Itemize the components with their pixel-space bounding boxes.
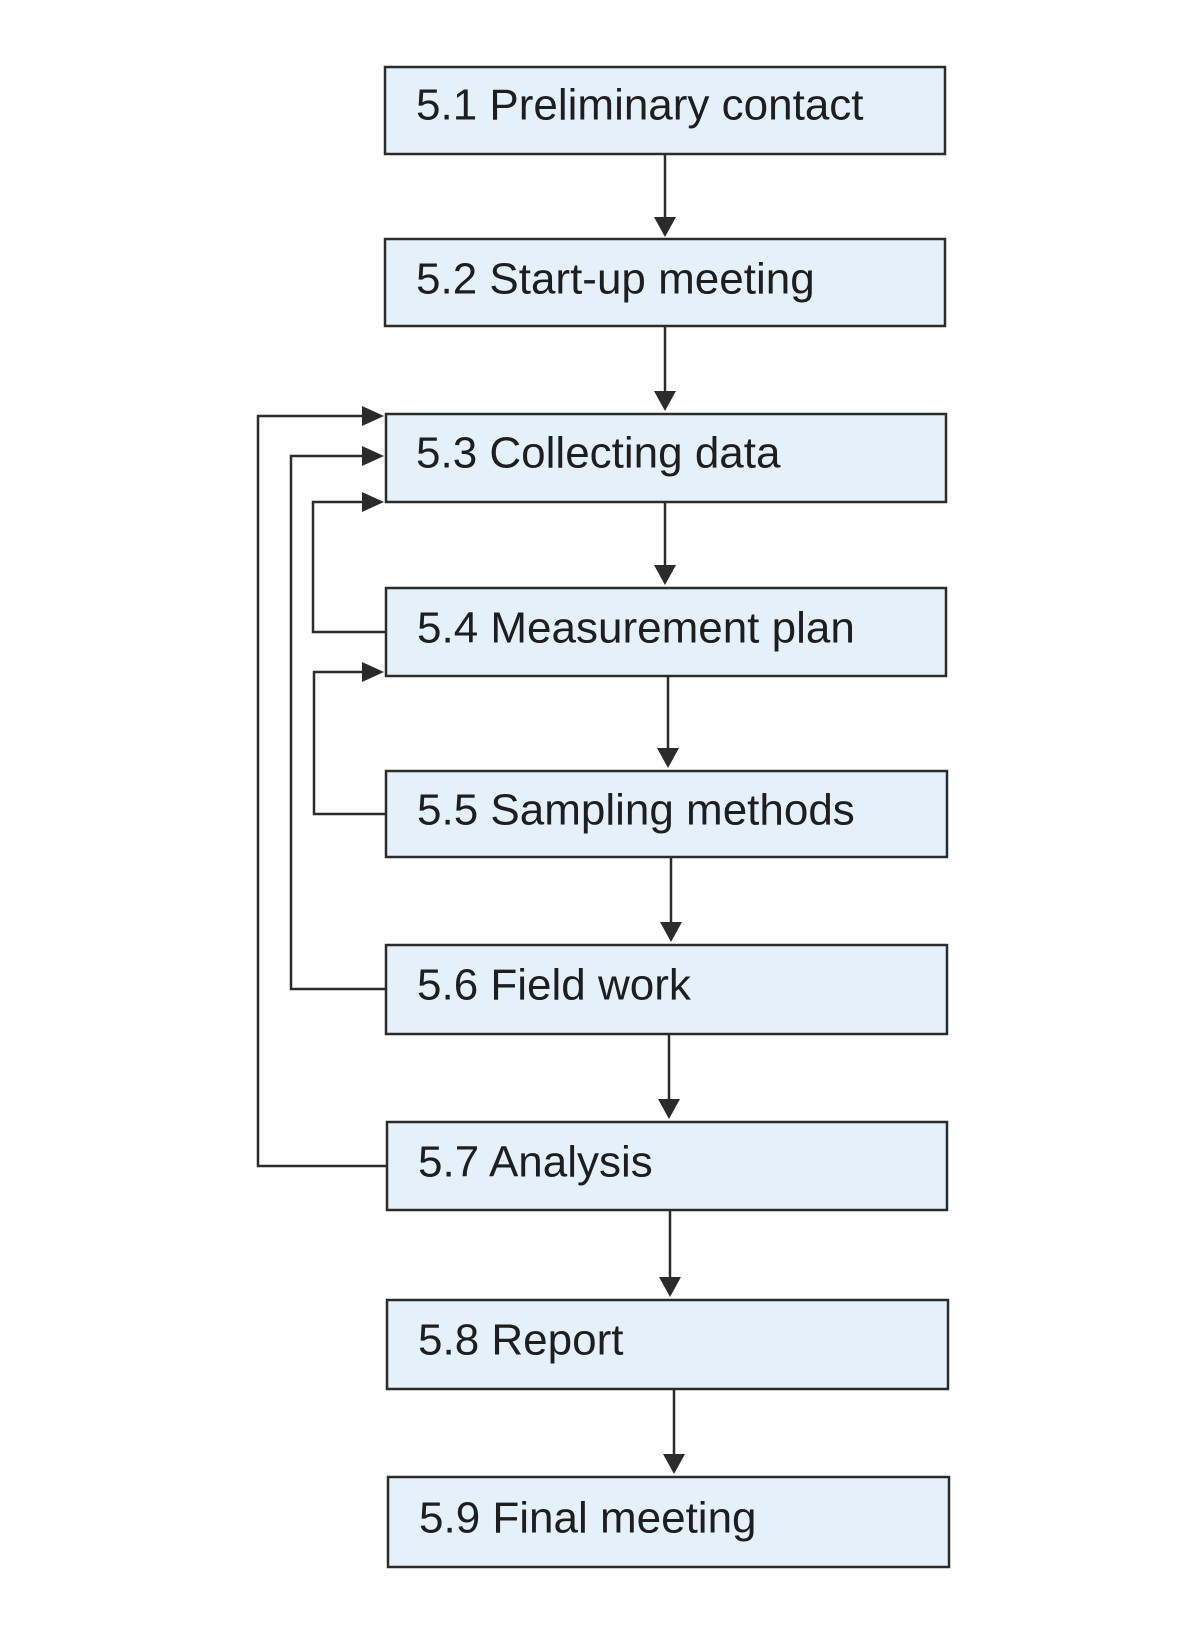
arrow-head	[362, 406, 384, 426]
arrow-head	[654, 217, 676, 237]
step-label: 5.3 Collecting data	[416, 429, 781, 478]
step-node-5-6: 5.6 Field work	[384, 943, 949, 1036]
arrow-head	[362, 492, 384, 512]
step-label: 5.7 Analysis	[418, 1138, 653, 1187]
feedback-arrow-5-7-to-5-3	[256, 406, 386, 1168]
step-label: 5.6 Field work	[417, 961, 692, 1010]
step-box	[385, 1298, 950, 1391]
arrow-5-6-to-5-7	[658, 1034, 680, 1119]
step-node-5-3: 5.3 Collecting data	[384, 412, 948, 504]
step-label: 5.9 Final meeting	[419, 1494, 757, 1543]
connector-line	[289, 454, 386, 991]
step-node-5-1: 5.1 Preliminary contact	[383, 65, 947, 156]
step-box	[386, 1475, 951, 1569]
arrow-5-1-to-5-2	[654, 154, 676, 237]
step-node-5-5: 5.5 Sampling methods	[384, 769, 949, 859]
step-box	[384, 586, 948, 678]
feedback-arrow-5-5-to-5-4	[312, 662, 386, 816]
arrow-5-3-to-5-4	[654, 502, 676, 585]
step-label: 5.4 Measurement plan	[417, 604, 855, 653]
step-label: 5.5 Sampling methods	[417, 786, 855, 835]
step-node-5-9: 5.9 Final meeting	[386, 1475, 951, 1569]
step-box	[383, 65, 947, 156]
step-node-5-8: 5.8 Report	[385, 1298, 950, 1391]
arrow-head	[659, 1277, 681, 1297]
arrow-head	[658, 1099, 680, 1119]
arrow-head	[660, 922, 682, 942]
step-label: 5.2 Start-up meeting	[416, 255, 815, 304]
feedback-arrow-5-4-to-5-3	[311, 492, 386, 634]
feedback-arrow-5-6-to-5-3	[289, 446, 386, 991]
arrow-5-2-to-5-3	[654, 326, 676, 411]
connector-line	[312, 670, 386, 816]
step-box	[385, 1120, 949, 1212]
step-node-5-4: 5.4 Measurement plan	[384, 586, 948, 678]
step-box	[384, 769, 949, 859]
arrow-5-7-to-5-8	[659, 1210, 681, 1297]
arrow-head	[362, 446, 384, 466]
step-label: 5.8 Report	[418, 1316, 623, 1365]
step-node-5-7: 5.7 Analysis	[385, 1120, 949, 1212]
arrow-5-5-to-5-6	[660, 857, 682, 942]
arrow-5-4-to-5-5	[657, 676, 679, 768]
arrow-head	[657, 748, 679, 768]
connector-line	[256, 414, 386, 1168]
connector-line	[311, 500, 386, 634]
step-label: 5.1 Preliminary contact	[416, 81, 864, 130]
arrow-head	[362, 662, 384, 682]
arrow-head	[654, 391, 676, 411]
arrow-head	[663, 1454, 685, 1474]
arrow-head	[654, 565, 676, 585]
step-node-5-2: 5.2 Start-up meeting	[383, 237, 947, 328]
step-box	[383, 237, 947, 328]
step-box	[384, 412, 948, 504]
arrow-5-8-to-5-9	[663, 1389, 685, 1474]
